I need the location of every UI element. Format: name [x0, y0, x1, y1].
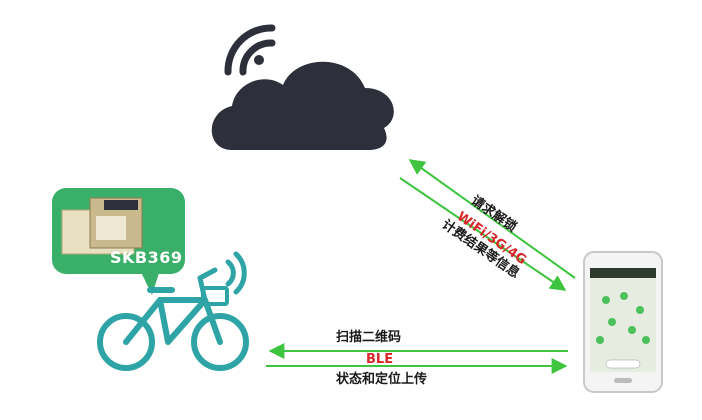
scan-qr-label: 扫描二维码 — [336, 330, 402, 345]
cloud-icon — [211, 61, 394, 150]
module-name-label: SKB369 — [110, 248, 183, 267]
ble-protocol-label: BLE — [366, 352, 394, 367]
cloud-phone-arrows — [399, 159, 576, 291]
smartphone-icon — [583, 251, 663, 393]
wifi-signal-icon — [224, 24, 276, 76]
bike-signal-icon — [225, 251, 247, 295]
skb369-module-image — [61, 197, 143, 255]
phone-bike-arrows — [266, 343, 568, 374]
status-location-label: 状态和定位上传 — [336, 372, 428, 387]
bicycle-icon — [97, 267, 249, 371]
